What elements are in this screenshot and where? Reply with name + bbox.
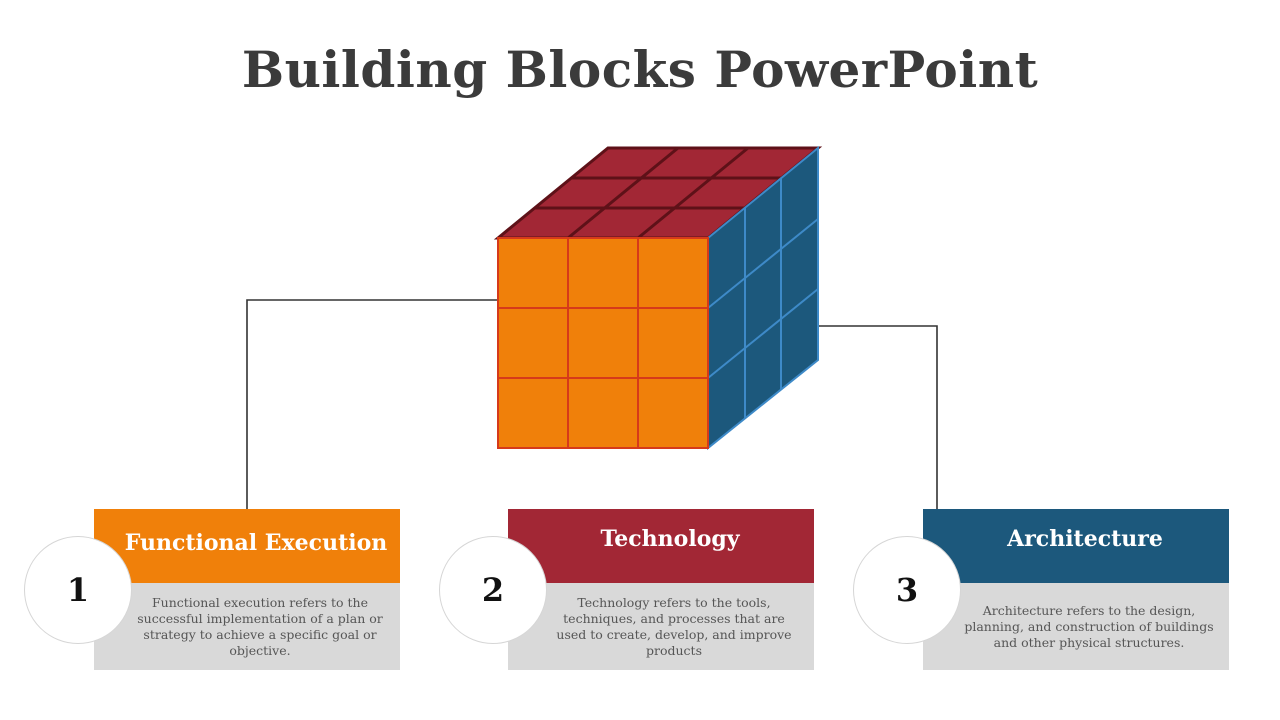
number-badge-3: 3 <box>853 536 961 644</box>
connector-line-left <box>246 299 498 509</box>
card-functional-execution: Functional Execution Functional executio… <box>94 509 400 670</box>
card-description: Technology refers to the tools, techniqu… <box>508 583 814 670</box>
card-heading: Architecture <box>923 509 1229 583</box>
slide-title: Building Blocks PowerPoint <box>241 40 1039 99</box>
card-description: Architecture refers to the design, plann… <box>923 583 1229 670</box>
card-heading: Functional Execution <box>94 509 400 583</box>
connector-line-right <box>818 325 938 509</box>
cube-front-face <box>497 237 709 449</box>
number-badge-1: 1 <box>24 536 132 644</box>
card-technology: Technology Technology refers to the tool… <box>508 509 814 670</box>
card-architecture: Architecture Architecture refers to the … <box>923 509 1229 670</box>
number-badge-2: 2 <box>439 536 547 644</box>
card-heading: Technology <box>508 509 814 583</box>
card-description: Functional execution refers to the succe… <box>94 583 400 670</box>
